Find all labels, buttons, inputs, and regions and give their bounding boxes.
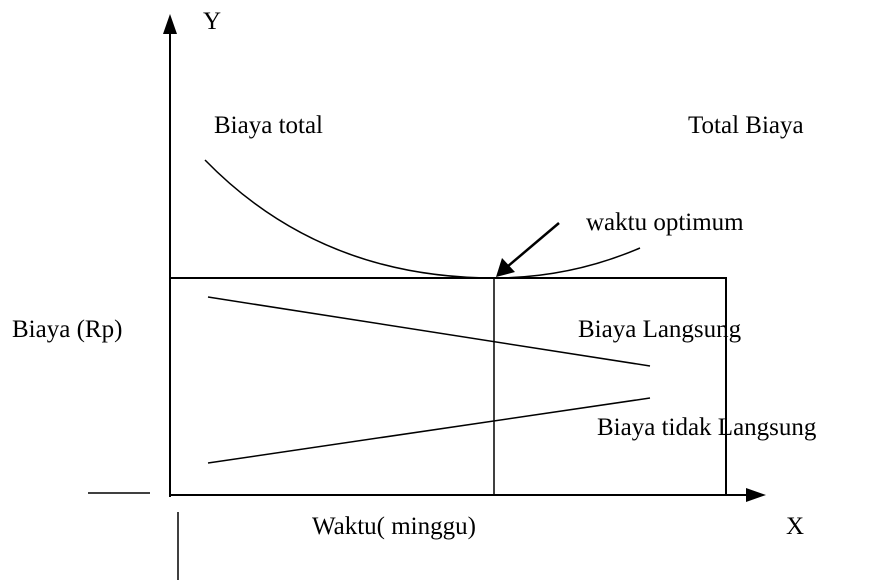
waktu-minggu-label: Waktu( minggu) — [312, 513, 476, 540]
y-axis-label: Y — [203, 8, 222, 35]
optimum-pointer-line — [506, 222, 560, 268]
y-axis-arrow-icon — [163, 14, 177, 34]
waktu-optimum-label: waktu optimum — [586, 209, 744, 236]
optimum-pointer-arrow-icon — [496, 258, 515, 277]
biaya-tidak-langsung-label: Biaya tidak Langsung — [597, 414, 817, 441]
biaya-rp-label: Biaya (Rp) — [12, 316, 123, 343]
direct-cost-line — [207, 296, 651, 367]
total-cost-curve — [204, 159, 641, 279]
biaya-langsung-label: Biaya Langsung — [578, 316, 742, 343]
x-axis-arrow-icon — [746, 488, 766, 502]
cost-box — [169, 277, 727, 496]
total-biaya-label: Total Biaya — [688, 112, 804, 139]
biaya-total-label: Biaya total — [214, 112, 323, 139]
indirect-cost-line — [207, 397, 651, 464]
x-axis-label: X — [786, 513, 805, 540]
